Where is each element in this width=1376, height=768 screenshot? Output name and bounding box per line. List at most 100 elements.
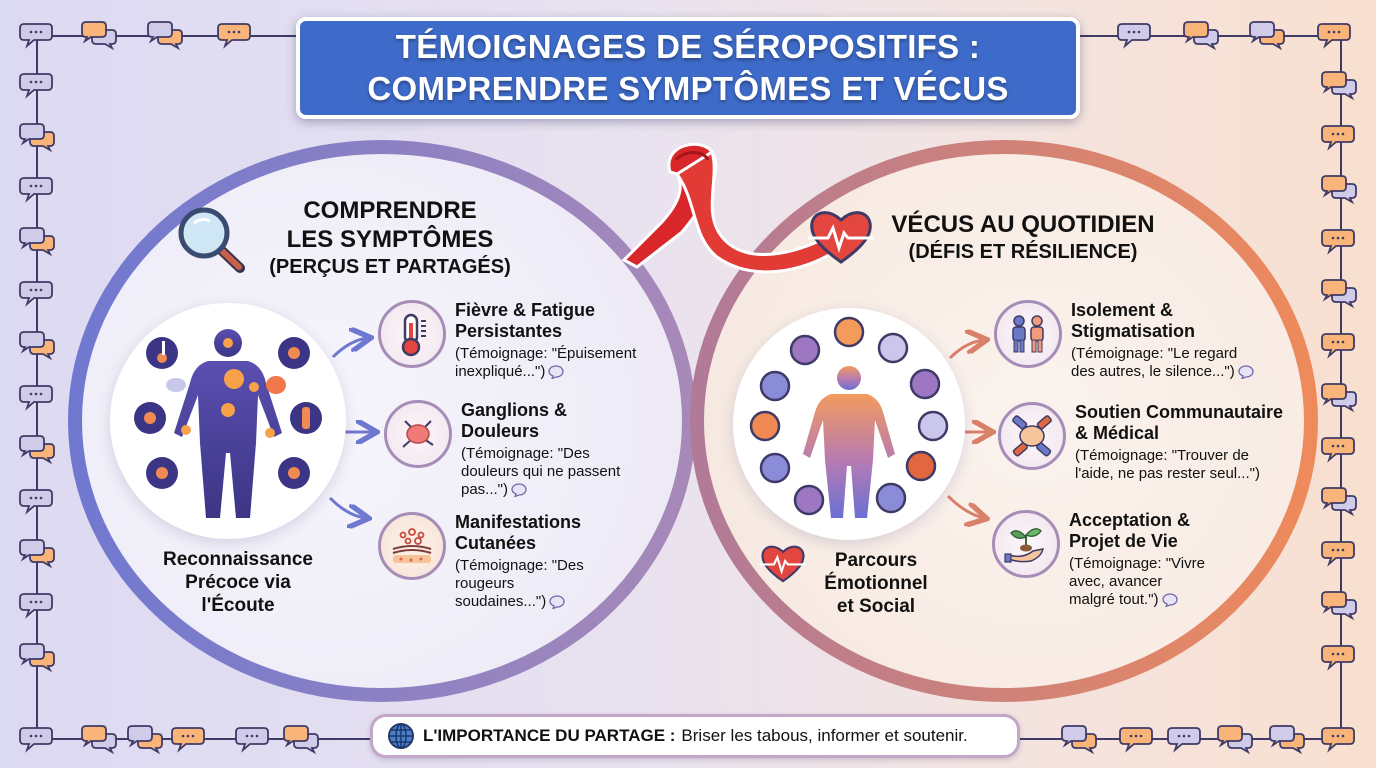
chat-bubble-icon bbox=[1321, 383, 1357, 413]
lymph-node-icon bbox=[384, 400, 452, 468]
chat-bubble-icon bbox=[19, 539, 55, 569]
title-line-2: COMPRENDRE SYMPTÔMES ET VÉCUS bbox=[367, 70, 1009, 107]
chat-bubble-icon bbox=[19, 643, 55, 673]
chat-bubble-icon bbox=[1321, 644, 1356, 671]
chat-bubble-icon bbox=[19, 726, 54, 753]
footer-text: Briser les tabous, informer et soutenir. bbox=[681, 726, 968, 745]
chat-bubble-icon bbox=[1321, 279, 1357, 309]
chat-bubble-icon bbox=[19, 72, 54, 99]
chat-bubble-icon bbox=[1321, 228, 1356, 255]
speech-bubble-icon bbox=[1238, 365, 1254, 380]
chat-bubble-icon bbox=[1117, 22, 1152, 49]
symptoms-heading: COMPRENDRE LES SYMPTÔMES (PERÇUS ET PART… bbox=[240, 196, 540, 280]
chat-bubble-icon bbox=[235, 726, 270, 753]
chat-bubble-icon bbox=[1183, 21, 1219, 51]
caption-line: Émotionnel bbox=[824, 573, 928, 594]
chat-bubble-icon bbox=[1321, 726, 1356, 753]
chat-bubble-icon bbox=[147, 21, 183, 51]
caption-line: Reconnaissance bbox=[163, 549, 313, 570]
skin-rash-icon bbox=[378, 512, 446, 580]
item-title: Isolement &Stigmatisation bbox=[1071, 300, 1196, 341]
magnifying-glass-icon bbox=[178, 207, 245, 273]
heading-subline: (PERÇUS ET PARTAGÉS) bbox=[269, 256, 511, 278]
chat-bubble-icon bbox=[19, 592, 54, 619]
experience-item-isolation: Isolement &Stigmatisation (Témoignage: "… bbox=[994, 300, 1254, 381]
body-symptoms-illustration bbox=[110, 303, 346, 539]
heading-line: LES SYMPTÔMES bbox=[286, 226, 494, 253]
heart-pulse-icon bbox=[759, 545, 807, 583]
speech-bubble-icon bbox=[548, 365, 565, 380]
right-hub-caption: Parcours Émotionnel et Social bbox=[806, 549, 946, 618]
isolation-people-icon bbox=[994, 300, 1062, 368]
experience-item-acceptance: Acceptation &Projet de Vie (Témoignage: … bbox=[992, 510, 1205, 609]
chat-bubble-icon bbox=[1249, 21, 1285, 51]
globe-icon bbox=[388, 723, 414, 749]
experiences-heading: VÉCUS AU QUOTIDIEN (DÉFIS ET RÉSILIENCE) bbox=[876, 210, 1170, 266]
chat-bubble-icon bbox=[1217, 725, 1253, 755]
footer-banner: L'IMPORTANCE DU PARTAGE : Briser les tab… bbox=[370, 714, 1020, 758]
chat-bubble-icon bbox=[1269, 725, 1305, 755]
speech-bubble-icon bbox=[549, 595, 565, 610]
chat-bubble-icon bbox=[19, 331, 55, 361]
chat-bubble-icon bbox=[1061, 725, 1097, 755]
chat-bubble-icon bbox=[19, 176, 54, 203]
chat-bubble-icon bbox=[19, 227, 55, 257]
emotional-journey-illustration bbox=[733, 308, 965, 540]
chat-bubble-icon bbox=[171, 726, 206, 753]
hand-sprout-icon bbox=[992, 510, 1060, 578]
chat-bubble-icon bbox=[81, 21, 117, 51]
item-title: Ganglions &Douleurs bbox=[461, 400, 568, 441]
chat-bubble-icon bbox=[1321, 175, 1357, 205]
caption-line: Précoce via bbox=[185, 572, 291, 593]
caption-line: Parcours bbox=[834, 550, 918, 571]
chat-bubble-icon bbox=[127, 725, 163, 755]
chat-bubble-icon bbox=[81, 725, 117, 755]
chat-bubble-icon bbox=[1321, 540, 1356, 567]
chat-bubble-icon bbox=[19, 22, 54, 49]
chat-bubble-icon bbox=[19, 123, 55, 153]
page-title: TÉMOIGNAGES DE SÉROPOSITIFS : COMPRENDRE… bbox=[296, 17, 1080, 119]
chat-bubble-icon bbox=[283, 725, 319, 755]
joined-hands-icon bbox=[998, 402, 1066, 470]
caption-line: l'Écoute bbox=[201, 595, 275, 616]
heart-pulse-icon bbox=[808, 211, 874, 264]
chat-bubble-icon bbox=[1119, 726, 1154, 753]
caption-line: et Social bbox=[836, 596, 916, 617]
left-hub-caption: Reconnaissance Précoce via l'Écoute bbox=[140, 548, 336, 617]
chat-bubble-icon bbox=[19, 384, 54, 411]
chat-bubble-icon bbox=[1321, 487, 1357, 517]
chat-bubble-icon bbox=[1321, 591, 1357, 621]
heading-line: COMPRENDRE bbox=[303, 197, 477, 224]
chat-bubble-icon bbox=[1321, 71, 1357, 101]
heading-subline: (DÉFIS ET RÉSILIENCE) bbox=[908, 241, 1138, 263]
chat-bubble-icon bbox=[19, 488, 54, 515]
heading-line: VÉCUS AU QUOTIDIEN bbox=[891, 211, 1155, 238]
chat-bubble-icon bbox=[217, 22, 252, 49]
thermometer-icon bbox=[378, 300, 446, 368]
chat-bubble-icon bbox=[1321, 436, 1356, 463]
speech-bubble-icon bbox=[1161, 593, 1178, 608]
footer-label: L'IMPORTANCE DU PARTAGE : bbox=[423, 726, 676, 745]
speech-bubble-icon bbox=[511, 483, 527, 498]
title-line-1: TÉMOIGNAGES DE SÉROPOSITIFS : bbox=[395, 28, 981, 65]
chat-bubble-icon bbox=[19, 435, 55, 465]
experience-item-support: Soutien Communautaire& Médical (Témoigna… bbox=[998, 402, 1283, 483]
chat-bubble-icon bbox=[1321, 124, 1356, 151]
chat-bubble-icon bbox=[1317, 22, 1352, 49]
chat-bubble-icon bbox=[1167, 726, 1202, 753]
item-title: Soutien Communautaire& Médical bbox=[1075, 402, 1284, 443]
chat-bubble-icon bbox=[19, 280, 54, 307]
item-title: Acceptation &Projet de Vie bbox=[1069, 510, 1191, 551]
chat-bubble-icon bbox=[1321, 332, 1356, 359]
